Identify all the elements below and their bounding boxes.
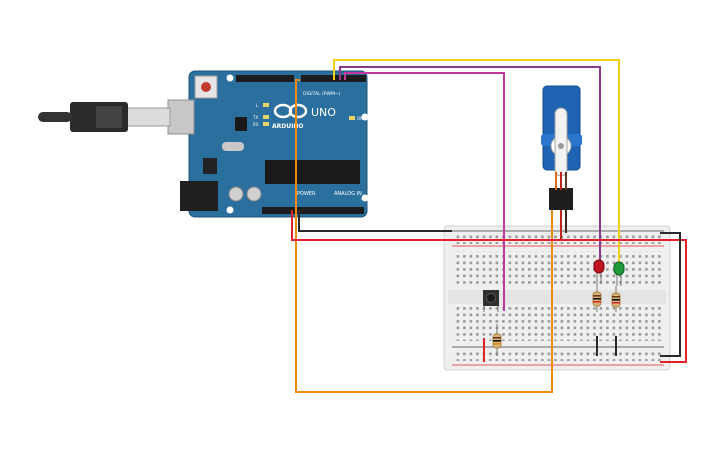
wire-magenta bbox=[344, 72, 505, 311]
resistor-red-led bbox=[592, 284, 602, 312]
wire-orange bbox=[295, 79, 553, 393]
arduino-uno-board: ARDUINO UNO DIGITAL (PWM~) POWER ANALOG … bbox=[38, 70, 369, 218]
pushbutton bbox=[483, 290, 499, 312]
usb-grip bbox=[96, 106, 122, 128]
rx-label: RX bbox=[253, 122, 259, 127]
usb-plug bbox=[125, 107, 171, 127]
terminal-strip-top bbox=[454, 251, 662, 286]
tx-label: TX bbox=[252, 115, 258, 120]
header-digital-left bbox=[236, 75, 294, 82]
digital-label: DIGITAL (PWM~) bbox=[303, 91, 341, 97]
center-channel bbox=[448, 290, 666, 304]
wire-yellow bbox=[333, 59, 620, 266]
arduino-logo-text: ARDUINO bbox=[272, 123, 303, 130]
servo-motor bbox=[541, 85, 582, 210]
on-label: ON bbox=[357, 116, 363, 121]
power-jack bbox=[180, 181, 218, 211]
green-led bbox=[613, 261, 625, 286]
analog-label: ANALOG IN bbox=[334, 191, 362, 197]
usb-cable bbox=[38, 112, 72, 122]
atmega-chip bbox=[265, 160, 360, 184]
header-analog bbox=[322, 207, 364, 214]
wire-purple bbox=[339, 66, 601, 261]
model-label: UNO bbox=[311, 106, 336, 119]
power-rail-bottom bbox=[454, 350, 662, 361]
terminal-strip-bottom bbox=[454, 306, 662, 341]
power-label: POWER bbox=[297, 191, 316, 197]
usb-port bbox=[167, 99, 195, 135]
wire-black-gnd bbox=[298, 210, 452, 232]
resistor-pushbutton bbox=[492, 324, 502, 356]
breadboard bbox=[443, 225, 671, 371]
power-rail-top bbox=[454, 233, 662, 244]
wire-red-5v bbox=[291, 210, 687, 363]
servo-connector bbox=[549, 188, 573, 210]
l-label: L bbox=[256, 103, 259, 108]
resistor-green-led bbox=[611, 286, 621, 312]
red-led bbox=[593, 259, 605, 284]
arduino-logo-icon bbox=[273, 103, 308, 119]
wire-black-rail bbox=[660, 232, 681, 357]
